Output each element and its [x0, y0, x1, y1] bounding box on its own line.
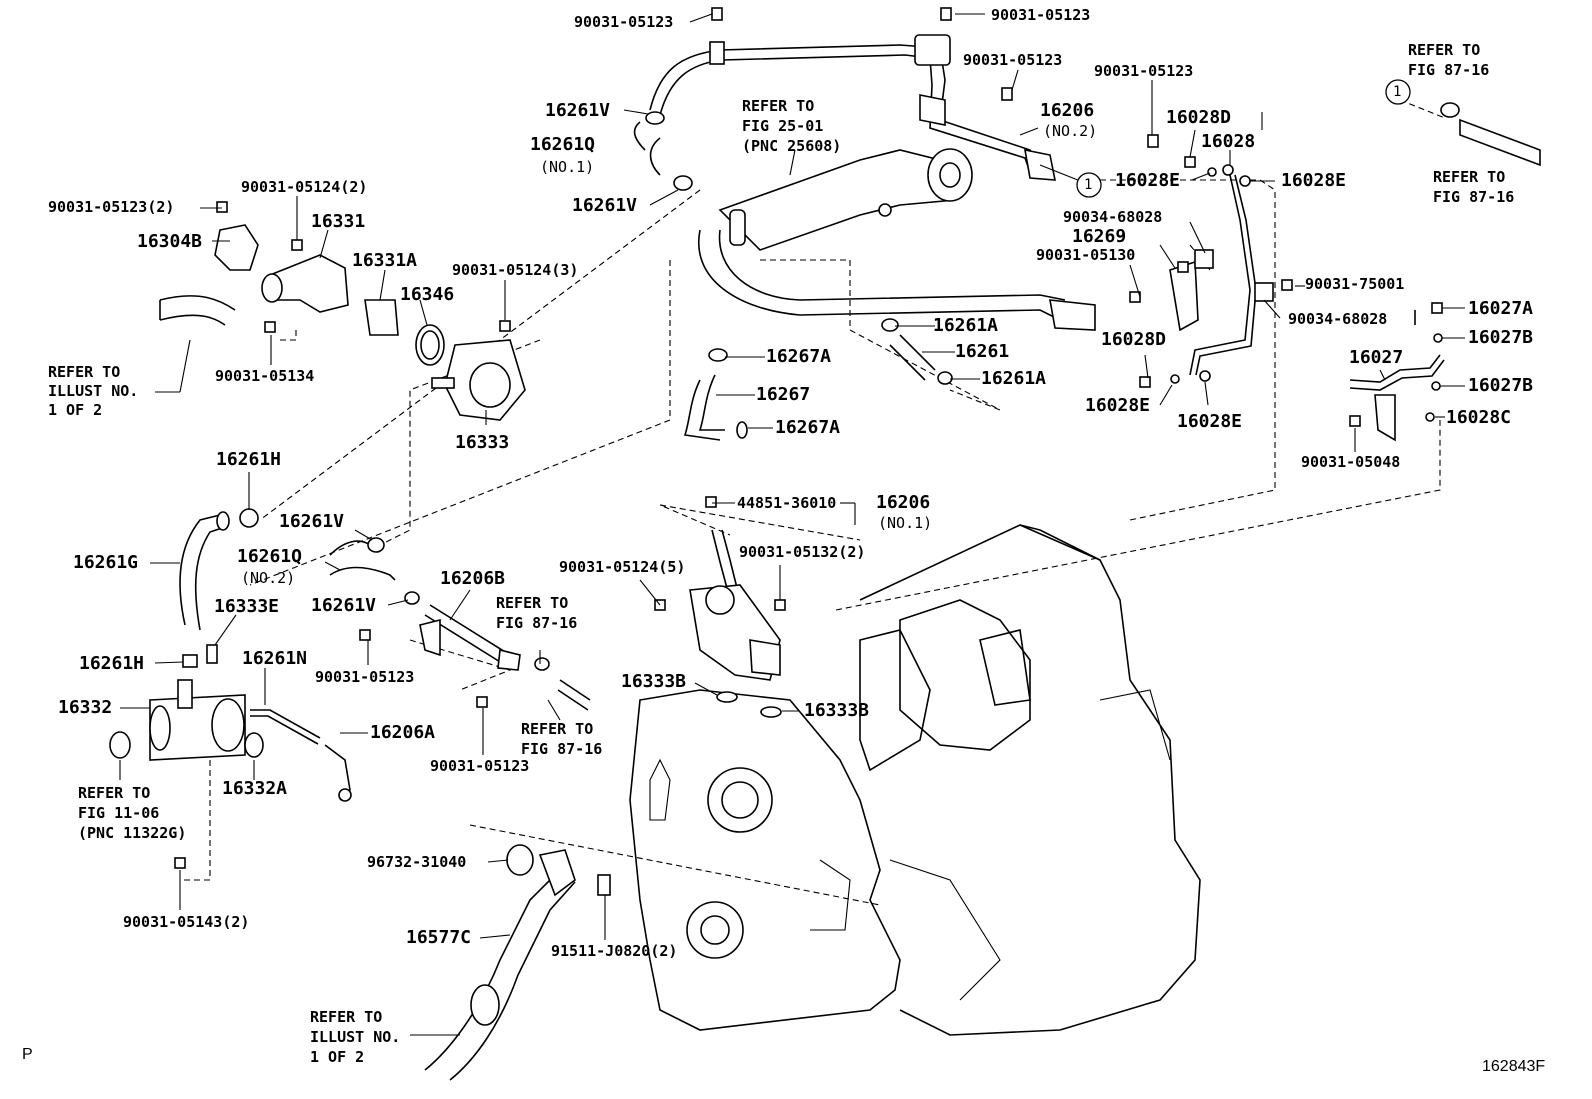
part-label-nut-68028-a[interactable]: 90034-68028 [1063, 208, 1163, 226]
part-label-bolt-05048[interactable]: 90031-05048 [1301, 453, 1401, 471]
part-label-16261v-mid[interactable]: 16261V [572, 195, 638, 216]
part-label-nut-68028-b[interactable]: 90034-68028 [1288, 310, 1388, 328]
part-label-16261h-a[interactable]: 16261H [216, 449, 282, 470]
part-label-16028[interactable]: 16028 [1201, 131, 1256, 152]
part-label-gasket-31040[interactable]: 96732-31040 [367, 853, 467, 871]
part-label-bolt-05123-2[interactable]: 90031-05123(2) [48, 198, 175, 216]
part-label-16206-no1-sub: (NO.1) [878, 514, 933, 532]
part-label-16333b-a[interactable]: 16333B [621, 671, 687, 692]
part-label-16261v-b[interactable]: 16261V [311, 595, 377, 616]
part-label-bolt-top-far[interactable]: 90031-05123 [1094, 62, 1194, 80]
engine-block [629, 524, 1201, 1036]
part-label-16261q-no2-sub: (NO.2) [241, 569, 296, 587]
part-label-bolt-05134[interactable]: 90031-05134 [215, 367, 315, 385]
refer-fig11-note: REFER TO FIG 11-06 (PNC 11322G) [78, 784, 187, 842]
part-label-16028d-top[interactable]: 16028D [1166, 107, 1232, 128]
part-label-16027a[interactable]: 16027A [1468, 298, 1534, 319]
part-label-16027b-b[interactable]: 16027B [1468, 375, 1534, 396]
part-label-16261h-b[interactable]: 16261H [79, 653, 145, 674]
part-label-16267[interactable]: 16267 [756, 384, 811, 405]
part-label-16331[interactable]: 16331 [311, 211, 366, 232]
circle-ref-label-1: 1 [1084, 177, 1093, 193]
part-label-16331a[interactable]: 16331A [352, 250, 418, 271]
part-label-16332[interactable]: 16332 [58, 697, 113, 718]
refer-fig87-mid2-note: REFER TO FIG 87-16 [521, 720, 603, 758]
part-label-bolt-05123-c[interactable]: 90031-05123 [430, 757, 530, 775]
part-label-16269[interactable]: 16269 [1072, 226, 1127, 247]
part-label-16028e-b[interactable]: 16028E [1281, 170, 1347, 191]
part-label-16206a[interactable]: 16206A [370, 722, 436, 743]
part-label-16206-no2-sub: (NO.2) [1043, 122, 1098, 140]
bolt-icons [174, 7, 1460, 869]
part-label-16261v-a[interactable]: 16261V [279, 511, 345, 532]
part-label-16333[interactable]: 16333 [455, 432, 510, 453]
part-label-16267a-a[interactable]: 16267A [766, 346, 832, 367]
water-outlet-16332 [109, 644, 264, 761]
part-label-16577c[interactable]: 16577C [406, 927, 472, 948]
part-label-16333e[interactable]: 16333E [214, 596, 280, 617]
part-label-16333b-b[interactable]: 16333B [804, 700, 870, 721]
part-label-bolt-05124-3[interactable]: 90031-05124(3) [452, 261, 579, 279]
part-label-16028e-a[interactable]: 16028E [1115, 170, 1181, 191]
corner-mark-left: P [22, 1046, 33, 1063]
refer-fig87-top-note: REFER TO FIG 87-16 [1408, 41, 1490, 79]
mid-left-hoses [179, 111, 953, 745]
part-label-16028e-d[interactable]: 16028E [1177, 411, 1243, 432]
circle-ref-label-2: 1 [1393, 84, 1402, 100]
right-pipes [1169, 118, 1541, 442]
part-label-16027b-a[interactable]: 16027B [1468, 327, 1534, 348]
part-label-16206b[interactable]: 16206B [440, 568, 506, 589]
part-label-bolt-top-right[interactable]: 90031-05123 [991, 6, 1091, 24]
part-label-16261g[interactable]: 16261G [73, 552, 139, 573]
part-label-bolt-top-left[interactable]: 90031-05123 [574, 13, 674, 31]
cooler-pipe-assembly [697, 148, 1096, 331]
part-label-16028c[interactable]: 16028C [1446, 407, 1512, 428]
part-label-bolt-05130[interactable]: 90031-05130 [1036, 246, 1136, 264]
part-label-16261q-no1[interactable]: 16261Q [530, 134, 596, 155]
refer-illust-bot-note: REFER TO ILLUST NO. 1 OF 2 [310, 1008, 401, 1066]
part-label-16346[interactable]: 16346 [400, 284, 455, 305]
part-label-16206-no1[interactable]: 16206 [876, 492, 931, 513]
part-label-bolt-top-mid2[interactable]: 90031-05123 [963, 51, 1063, 69]
part-label-bolt-05132[interactable]: 90031-05132(2) [739, 543, 866, 561]
part-label-16028e-c[interactable]: 16028E [1085, 395, 1151, 416]
part-label-16332a[interactable]: 16332A [222, 778, 288, 799]
part-label-16261[interactable]: 16261 [955, 341, 1010, 362]
part-label-16261v-top[interactable]: 16261V [545, 100, 611, 121]
refer-illust-top-note: REFER TO ILLUST NO. 1 OF 2 [48, 363, 139, 419]
upper-pipe-assembly [649, 34, 1056, 181]
part-label-sensor-36010[interactable]: 44851-36010 [737, 494, 837, 512]
refer-fig25-note: REFER TO FIG 25-01 (PNC 25608) [742, 97, 842, 155]
part-label-bolt-75001[interactable]: 90031-75001 [1305, 275, 1405, 293]
leader-lines [119, 13, 1465, 1036]
bracket-16206b [324, 604, 591, 802]
part-label-16261a-b[interactable]: 16261A [981, 368, 1047, 389]
thermostat-group [159, 224, 526, 421]
part-label-16261a-a[interactable]: 16261A [933, 315, 999, 336]
part-label-16206-no2[interactable]: 16206 [1040, 100, 1095, 121]
part-label-16267a-b[interactable]: 16267A [775, 417, 841, 438]
part-label-bolt-05124-2[interactable]: 90031-05124(2) [241, 178, 368, 196]
refer-fig87-mid-note: REFER TO FIG 87-16 [496, 594, 578, 632]
figure-id: 162843F [1482, 1058, 1546, 1075]
part-label-bolt-j0820[interactable]: 91511-J0820(2) [551, 942, 678, 960]
refer-fig87-top2-note: REFER TO FIG 87-16 [1433, 168, 1515, 206]
reference-circles [1076, 79, 1411, 198]
part-label-bolt-05123-b[interactable]: 90031-05123 [315, 668, 415, 686]
part-label-16027[interactable]: 16027 [1349, 347, 1404, 368]
part-label-bolt-05124-5[interactable]: 90031-05124(5) [559, 558, 686, 576]
part-label-16261q-no1-sub: (NO.1) [540, 158, 595, 176]
part-label-16261q-no2[interactable]: 16261Q [237, 546, 303, 567]
part-label-16028d-b[interactable]: 16028D [1101, 329, 1167, 350]
part-label-16261n[interactable]: 16261N [242, 648, 308, 669]
part-label-16304b[interactable]: 16304B [137, 231, 203, 252]
pipe-16577c [424, 844, 611, 1081]
water-inlet-housing [689, 529, 782, 718]
part-label-bolt-05143[interactable]: 90031-05143(2) [123, 913, 250, 931]
